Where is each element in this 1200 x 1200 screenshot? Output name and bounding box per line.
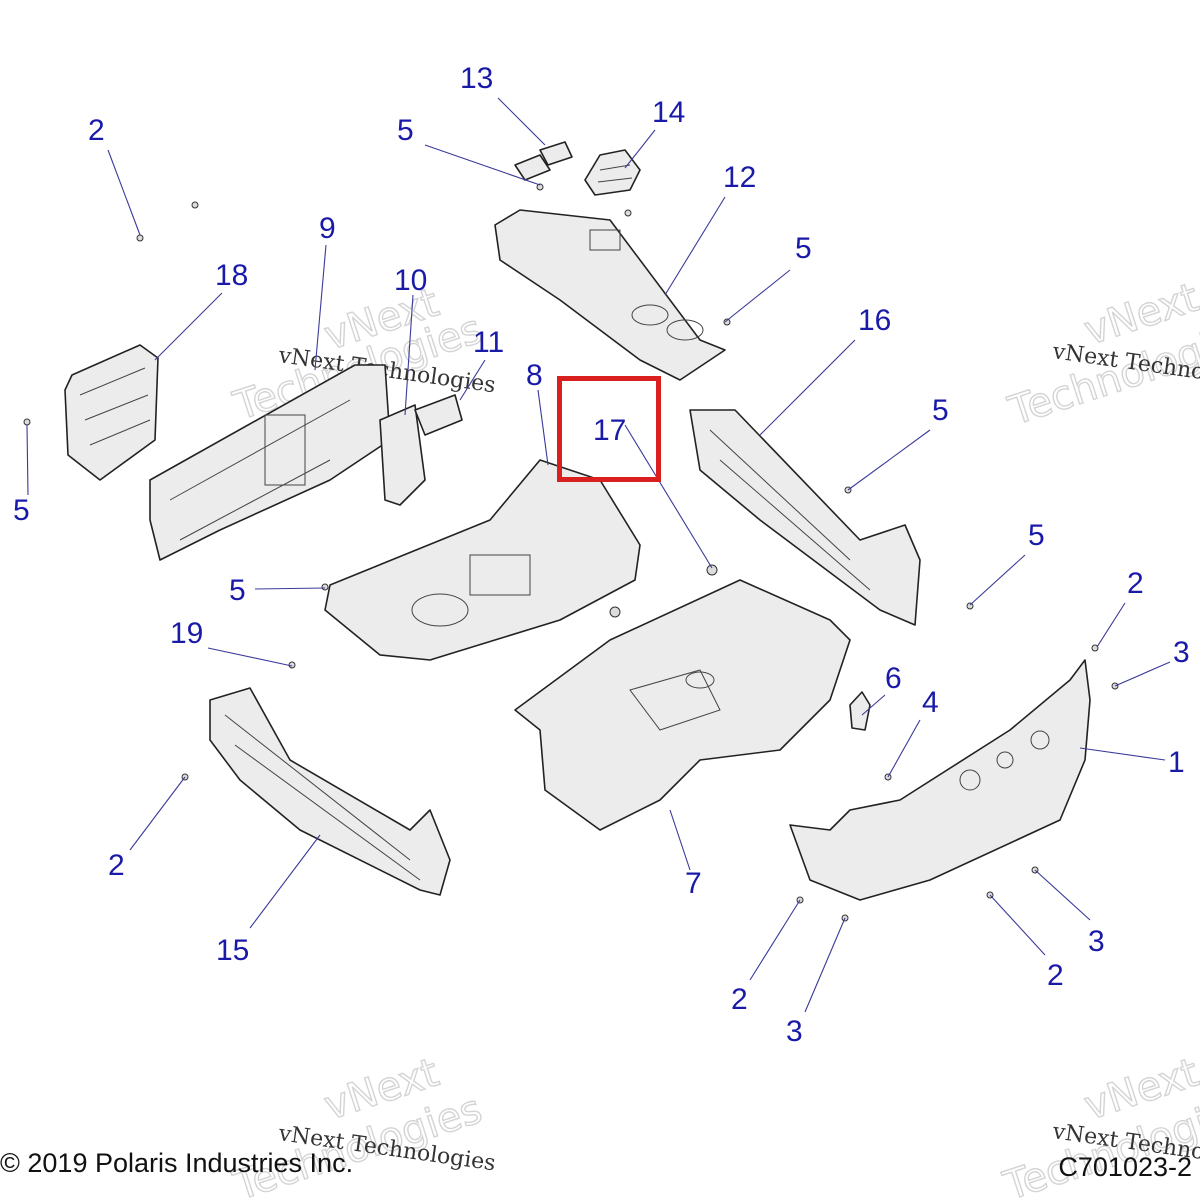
callout-label: 5: [932, 394, 949, 427]
part-10-cover: [379, 404, 426, 506]
figure-code: C701023-2: [1058, 1152, 1192, 1182]
callout-labels: 2 13 5 14 12 9 18 10 5 16 11 8 17 5 5 5 …: [13, 62, 1190, 1048]
part-18-panel: [64, 344, 159, 481]
part-14-shift-boot: [584, 149, 641, 196]
part-12-center-console: [494, 209, 726, 381]
part-16-rocker-panel: [689, 409, 921, 626]
callout-label: 5: [229, 574, 246, 607]
callout-label-highlighted: 17: [593, 414, 626, 447]
fasteners: [23, 183, 1119, 922]
callout-label: 14: [652, 96, 685, 129]
callout-label: 5: [1028, 519, 1045, 552]
callout-label: 9: [319, 212, 336, 245]
highlight-box: [557, 376, 661, 482]
callout-label: 19: [170, 617, 203, 650]
callout-label: 4: [922, 686, 939, 719]
part-13-bracket: [514, 141, 573, 181]
copyright-text: © 2019 Polaris Industries Inc.: [0, 1148, 354, 1178]
callout-label: 15: [216, 934, 249, 967]
callout-label: 18: [215, 259, 248, 292]
callout-label: 3: [786, 1015, 803, 1048]
callout-label: 2: [731, 983, 748, 1016]
callout-label: 7: [685, 867, 702, 900]
callout-label: 10: [394, 264, 427, 297]
callout-label: 2: [1047, 959, 1064, 992]
part-9-firewall-panel: [149, 364, 391, 561]
callout-label: 8: [526, 359, 543, 392]
part-15-rocker-panel: [209, 687, 451, 896]
part-1-rear-panel: [789, 659, 1091, 901]
callout-label: 5: [397, 114, 414, 147]
callout-label: 16: [858, 304, 891, 337]
callout-label: 5: [13, 494, 30, 527]
callout-label: 13: [460, 62, 493, 95]
leader-lines: [26, 97, 1171, 1013]
part-11-cover: [414, 394, 463, 436]
callout-label: 1: [1168, 746, 1185, 779]
callout-label: 11: [473, 326, 504, 359]
callout-label: 12: [723, 161, 756, 194]
callout-label: 2: [1127, 567, 1144, 600]
part-8-front-floor: [324, 459, 641, 661]
callout-label: 5: [795, 232, 812, 265]
callout-label: 3: [1088, 925, 1105, 958]
callout-label: 6: [885, 662, 902, 695]
callout-label: 2: [108, 849, 125, 882]
callout-label: 2: [88, 114, 105, 147]
callout-label: 3: [1173, 636, 1190, 669]
part-6-clip: [849, 691, 871, 731]
part-7-floor-pan: [514, 579, 851, 831]
